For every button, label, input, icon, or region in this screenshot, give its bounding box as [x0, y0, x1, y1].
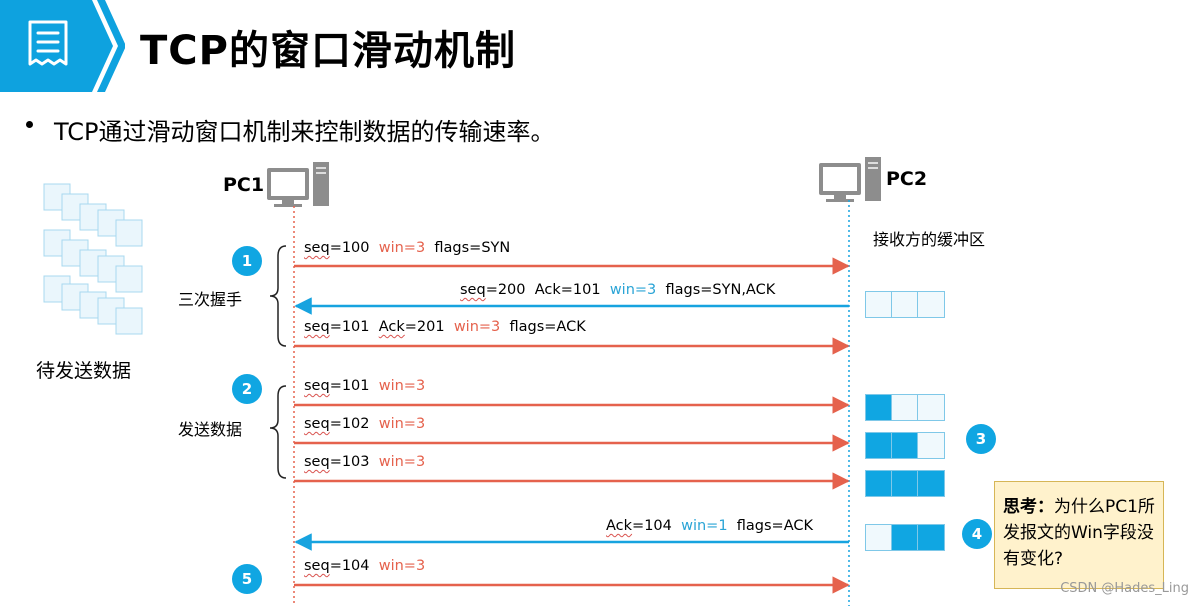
step-badge-3: 3	[966, 424, 996, 454]
step-badge-1: 1	[232, 246, 262, 276]
buffer-state-3	[865, 432, 945, 459]
document-icon	[28, 20, 68, 66]
think-text: 为什么PC1所发报文的Win字段没有变化?	[1003, 497, 1155, 569]
message-1: seq=100 win=3 flags=SYN	[304, 240, 511, 256]
buffer-state-5	[865, 524, 945, 551]
buffer-state-2	[865, 394, 945, 421]
think-label: 思考：	[1003, 497, 1054, 517]
header-banner	[0, 0, 125, 92]
watermark: CSDN @Hades_Ling	[1060, 581, 1189, 596]
step-badge-5: 5	[232, 564, 262, 594]
message-6: seq=103 win=3	[304, 454, 426, 470]
think-note: 思考：为什么PC1所发报文的Win字段没有变化?	[994, 481, 1164, 589]
message-4: seq=101 win=3	[304, 378, 426, 394]
senddata-label: 发送数据	[178, 420, 243, 439]
message-2: seq=200 Ack=101 win=3 flags=SYN,ACK	[460, 282, 776, 298]
handshake-label: 三次握手	[178, 290, 243, 309]
message-7: Ack=104 win=1 flags=ACK	[606, 518, 813, 534]
bullet-dot	[26, 121, 33, 128]
message-8: seq=104 win=3	[304, 558, 426, 574]
page-title: TCP的窗口滑动机制	[140, 28, 516, 74]
computer-icon	[819, 157, 881, 202]
pc1-label: PC1	[223, 174, 265, 196]
message-5: seq=102 win=3	[304, 416, 426, 432]
packet-stack-icon	[43, 183, 143, 335]
buffer-state-4	[865, 470, 945, 497]
buffer-state-1	[865, 291, 945, 318]
bullet-text: TCP通过滑动窗口机制来控制数据的传输速率。	[54, 118, 555, 146]
step-badge-2: 2	[232, 374, 262, 404]
step-badge-4: 4	[962, 519, 992, 549]
computer-icon	[267, 162, 329, 207]
message-3: seq=101 Ack=201 win=3 flags=ACK	[304, 319, 586, 335]
senddata-brace	[269, 385, 287, 479]
pending-data-label: 待发送数据	[36, 360, 132, 382]
handshake-brace	[269, 245, 287, 347]
buffer-label: 接收方的缓冲区	[873, 230, 986, 249]
pc2-label: PC2	[886, 168, 928, 190]
